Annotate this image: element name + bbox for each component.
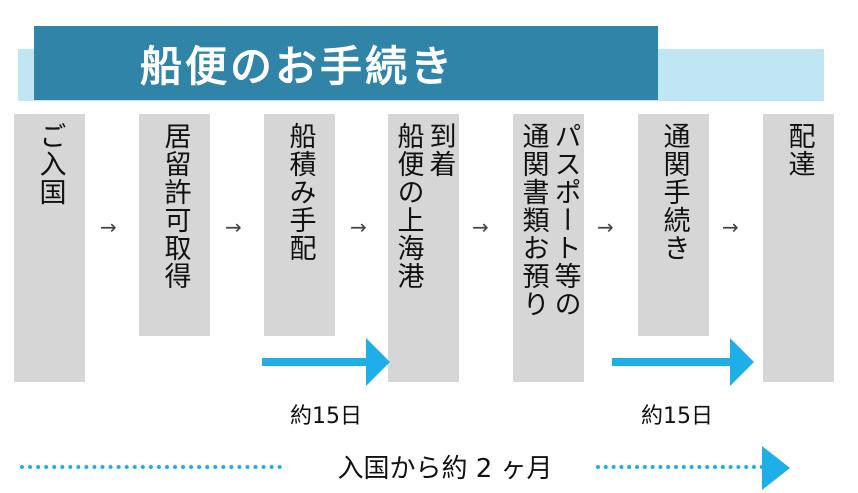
duration-arrow-icon: [612, 338, 754, 386]
timeline-arrowhead-icon: [762, 446, 790, 490]
connector-arrow-icon: →: [100, 215, 117, 239]
step-label-line-2: 船便の上海港: [392, 122, 424, 290]
step-shanghai-arrival: 到着 船便の上海港: [388, 114, 459, 382]
step-label-line-1: パスポート等の: [549, 122, 581, 318]
step-customs-documents: パスポート等の 通関書類お預り: [513, 114, 584, 382]
step-label-line-2: 通関書類お預り: [517, 122, 549, 318]
step-residence-permit: 居留許可取得: [139, 114, 210, 336]
connector-arrow-icon: →: [472, 215, 489, 239]
step-label-line-1: 到着: [424, 122, 456, 178]
step-label: ご入国: [34, 122, 66, 206]
duration-arrow-icon: [262, 338, 390, 386]
page-title: 船便のお手続き: [140, 41, 456, 91]
header-title-band: 船便のお手続き: [34, 26, 658, 100]
connector-arrow-icon: →: [597, 215, 614, 239]
timeline-dotted-line-left: [20, 465, 282, 469]
step-customs-clearance: 通関手続き: [638, 114, 709, 336]
step-label: 居留許可取得: [159, 122, 191, 290]
connector-arrow-icon: →: [350, 215, 367, 239]
connector-arrow-icon: →: [722, 215, 739, 239]
step-label: 通関手続き: [658, 122, 690, 262]
step-arrival: ご入国: [14, 114, 85, 382]
duration-label: 約15日: [290, 404, 362, 429]
step-delivery: 配達: [763, 114, 834, 382]
connector-arrow-icon: →: [225, 215, 242, 239]
step-label: 配達: [783, 122, 815, 178]
step-label: 船積み手配: [284, 122, 316, 262]
timeline-dotted-line-right: [596, 465, 764, 469]
total-duration-label: 入国から約 2 ヶ月: [337, 454, 553, 484]
duration-label: 約15日: [641, 404, 713, 429]
step-shipping-arrangement: 船積み手配: [264, 114, 335, 336]
